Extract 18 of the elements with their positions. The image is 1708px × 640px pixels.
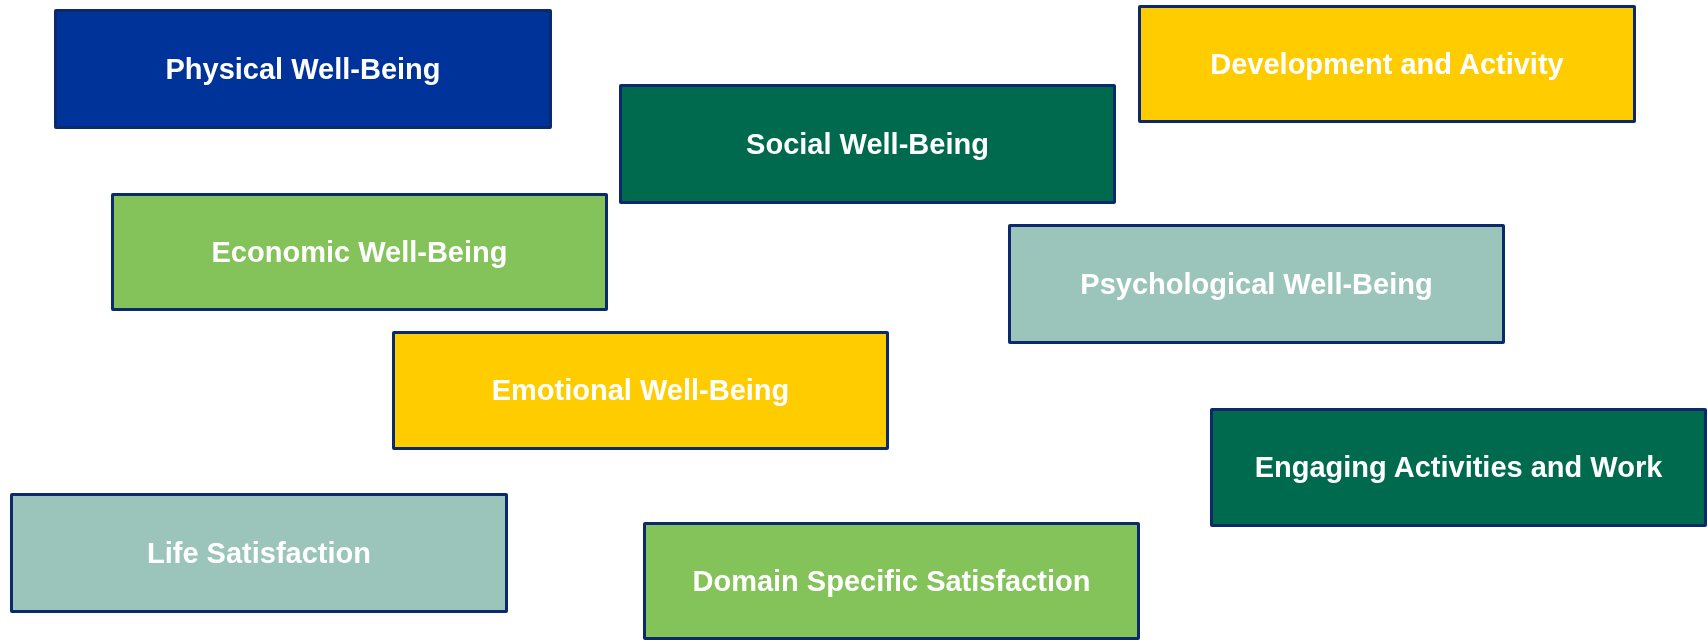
category-label: Psychological Well-Being — [1080, 267, 1433, 301]
category-label: Engaging Activities and Work — [1254, 451, 1663, 484]
category-label: Physical Well-Being — [165, 52, 441, 86]
category-label: Domain Specific Satisfaction — [692, 564, 1091, 598]
category-box — [1138, 5, 1636, 123]
category-label: Emotional Well-Being — [491, 374, 790, 407]
category-box — [1210, 408, 1707, 527]
category-box — [111, 193, 608, 311]
category-box — [54, 9, 552, 129]
category-box — [619, 84, 1116, 204]
category-box — [1008, 224, 1505, 344]
category-label: Social Well-Being — [746, 127, 989, 161]
category-box — [10, 493, 508, 613]
category-label: Development and Activity — [1210, 47, 1564, 81]
category-label: Economic Well-Being — [211, 235, 508, 269]
category-box — [643, 522, 1140, 640]
category-box — [392, 331, 889, 450]
category-label: Life Satisfaction — [147, 536, 371, 570]
